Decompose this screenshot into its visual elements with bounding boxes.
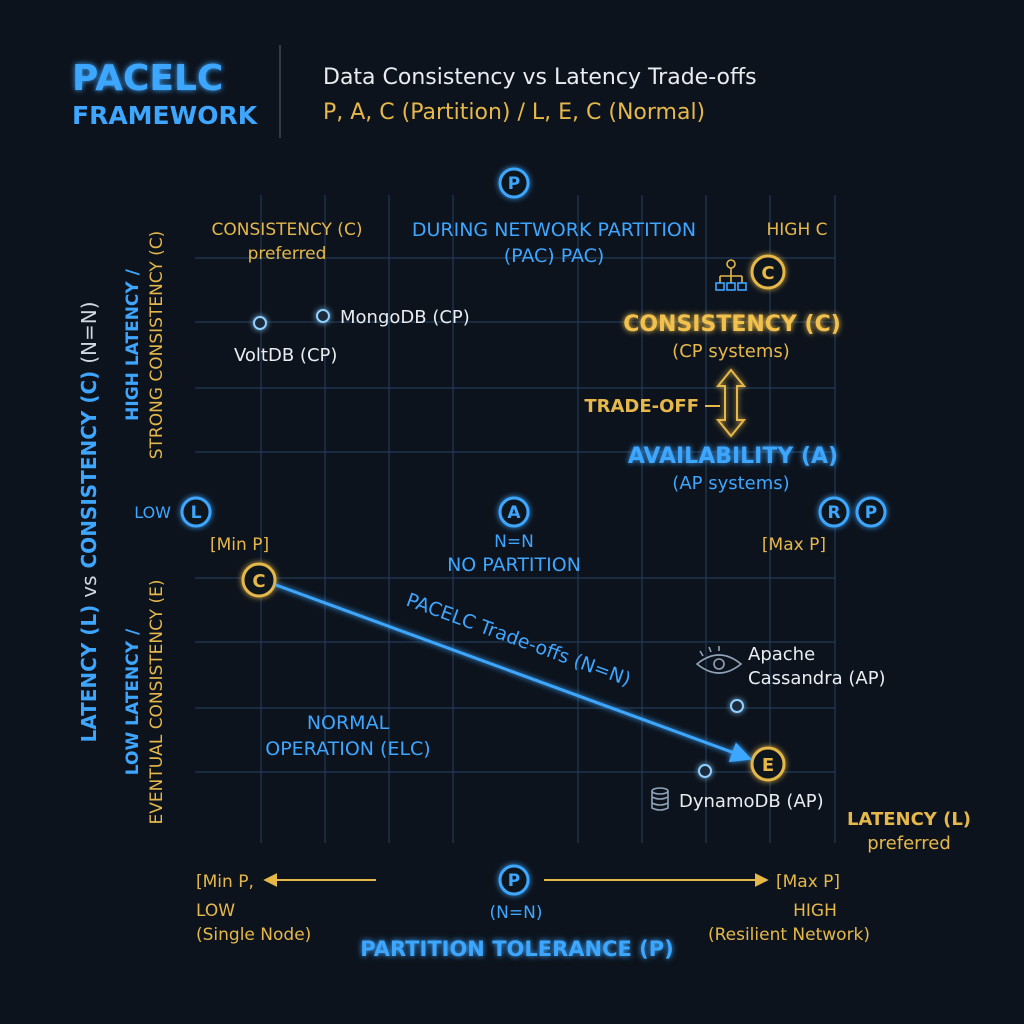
mongodb-label: MongoDB (CP) <box>340 307 470 328</box>
consistency-pref-line1: CONSISTENCY (C) <box>212 220 363 240</box>
x-low-line1: LOW <box>196 901 235 921</box>
right-p-marker: P <box>855 496 887 528</box>
mongodb-point: MongoDB (CP) <box>316 307 470 328</box>
low-label: LOW <box>134 503 171 522</box>
x-center-note: (N=N) <box>490 903 543 923</box>
tradeoff-consistency: CONSISTENCY (C) <box>623 312 841 337</box>
quadrant-labels: CONSISTENCY (C) preferred DURING NETWORK… <box>134 219 971 854</box>
y-upper-line1: HIGH LATENCY / <box>123 268 143 420</box>
tradeoff-availability: AVAILABILITY (A) <box>628 444 838 469</box>
y-lower-line2: EVENTUAL CONSISTENCY (E) <box>147 580 167 825</box>
y-outer-part2: vs <box>77 575 101 597</box>
eye-icon <box>695 646 743 674</box>
title-line2: FRAMEWORK <box>72 101 259 130</box>
top-p-marker-label: P <box>508 174 520 194</box>
c-low-marker: C <box>241 562 277 598</box>
y-lower-line1: LOW LATENCY / <box>123 628 143 775</box>
systems: VoltDB (CP) MongoDB (CP) Apache Cassandr… <box>234 307 886 812</box>
bottom-p-marker-label: P <box>508 871 520 891</box>
e-low-marker-label: E <box>762 755 774 776</box>
normal-line1: NORMAL <box>307 712 390 734</box>
tradeoff-ap-systems: (AP systems) <box>672 473 789 494</box>
cassandra-label-line1: Apache <box>748 644 815 665</box>
markers: P L A R P P C C <box>180 167 887 896</box>
max-p-label: [Max P] <box>762 535 826 555</box>
voltdb-label: VoltDB (CP) <box>234 345 337 366</box>
y-outer-part1: LATENCY (L) <box>77 598 101 743</box>
center-a-marker-label: A <box>507 503 521 523</box>
partition-line2: (PAC) PAC) <box>504 245 605 267</box>
min-p-label: [Min P] <box>210 535 269 555</box>
left-l-marker: L <box>180 496 212 528</box>
high-c-label: HIGH C <box>766 220 827 240</box>
tradeoff-cp-systems: (CP systems) <box>672 341 790 362</box>
x-high-line2: (Resilient Network) <box>708 925 870 945</box>
consistency-pref-line2: preferred <box>248 244 327 264</box>
c-low-marker-label: C <box>252 571 265 592</box>
y-outer-part3: CONSISTENCY (C) <box>77 364 101 576</box>
trend-label: PACELC Trade-offs (N=N) <box>403 589 633 691</box>
y-axis-labels: LATENCY (L) vs CONSISTENCY (C) (N=N) HIG… <box>77 231 167 825</box>
c-high-marker-label: C <box>761 263 774 284</box>
bottom-p-marker: P <box>498 864 530 896</box>
x-axis-title: PARTITION TOLERANCE (P) <box>360 937 674 961</box>
axes <box>181 200 848 860</box>
latency-pref-line1: LATENCY (L) <box>847 809 971 830</box>
x-left-bracket: [Min P, <box>196 872 254 892</box>
y-upper-line2: STRONG CONSISTENCY (C) <box>147 231 167 460</box>
double-arrow-icon <box>715 368 747 438</box>
voltdb-point: VoltDB (CP) <box>234 316 337 366</box>
x-high-line1: HIGH <box>793 901 837 921</box>
trend-arrow <box>275 583 752 763</box>
e-low-marker: E <box>750 746 786 782</box>
title-line1: PACELC <box>72 58 223 99</box>
c-high-marker: C <box>750 254 786 290</box>
y-axis-outer-label: LATENCY (L) vs CONSISTENCY (C) (N=N) <box>77 301 101 742</box>
normal-line2: OPERATION (ELC) <box>265 738 430 760</box>
tradeoff-panel: CONSISTENCY (C) (CP systems) TRADE-OFF A… <box>584 259 841 494</box>
y-outer-part4: (N=N) <box>77 301 101 363</box>
center-a-marker: A <box>498 496 530 528</box>
database-icon <box>651 787 669 811</box>
right-p-marker-label: P <box>865 503 877 523</box>
no-partition-line1: N=N <box>494 532 534 552</box>
right-r-marker: R <box>818 496 850 528</box>
latency-pref-line2: preferred <box>867 833 951 854</box>
no-partition-line2: NO PARTITION <box>447 554 581 576</box>
top-p-marker: P <box>498 167 530 199</box>
cassandra-point: Apache Cassandra (AP) <box>695 644 886 713</box>
network-hierarchy-icon <box>715 259 747 291</box>
dynamodb-point: DynamoDB (AP) <box>651 764 824 812</box>
dynamodb-label: DynamoDB (AP) <box>679 791 824 812</box>
x-axis-labels: [Min P, [Max P] LOW (Single Node) (N=N) … <box>196 872 870 961</box>
cassandra-label-line2: Cassandra (AP) <box>748 668 886 689</box>
left-l-marker-label: L <box>191 503 202 523</box>
subtitle-line1: Data Consistency vs Latency Trade-offs <box>323 65 757 90</box>
header: PACELC FRAMEWORK Data Consistency vs Lat… <box>72 45 757 138</box>
partition-line1: DURING NETWORK PARTITION <box>412 219 696 241</box>
tradeoff-label: TRADE-OFF <box>584 396 699 417</box>
right-r-marker-label: R <box>827 503 840 523</box>
subtitle-line2: P, A, C (Partition) / L, E, C (Normal) <box>323 100 705 125</box>
x-low-line2: (Single Node) <box>196 925 311 945</box>
x-right-bracket: [Max P] <box>776 872 840 892</box>
